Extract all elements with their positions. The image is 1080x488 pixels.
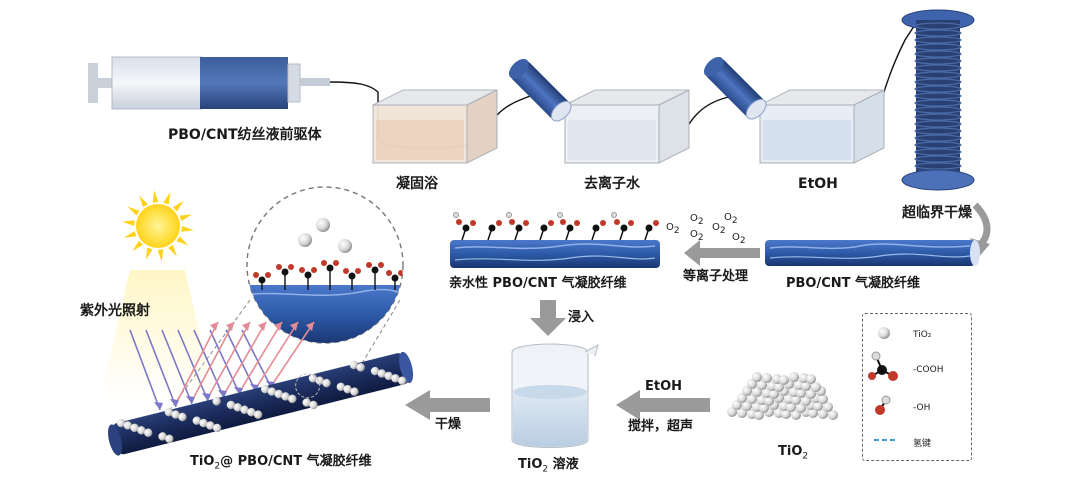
o2-label: O2 — [732, 232, 746, 246]
uv-label: 紫外光照射 — [80, 303, 150, 319]
sun-icon — [100, 190, 215, 400]
tio2-particles — [727, 372, 838, 420]
scd-label: 超临界干燥 — [902, 205, 972, 221]
immerse-arrow — [530, 300, 566, 336]
o2-label: O2 — [690, 229, 704, 243]
o2-label: O2 — [690, 213, 704, 227]
legend-cooh: -COOH — [913, 365, 944, 375]
o2-label: O2 — [724, 212, 738, 226]
o2-label: O2 — [712, 222, 726, 236]
roller-1 — [508, 58, 572, 122]
coagulation-bath-label: 凝固浴 — [396, 176, 438, 192]
beaker — [511, 343, 599, 448]
water-bath — [564, 89, 690, 164]
coagulation-bath — [372, 89, 498, 164]
aerogel-fiber-1 — [765, 240, 980, 266]
legend-hbond: 氢键 — [913, 439, 932, 449]
ethanol-bath — [759, 89, 885, 164]
syringe — [88, 56, 330, 110]
tio2-coated-fiber — [108, 351, 414, 456]
legend-icons — [868, 327, 898, 441]
hydrophilic-fiber — [450, 212, 660, 268]
final-fiber-label: TiO2@ PBO/CNT 气凝胶纤维 — [190, 454, 372, 472]
fiber1-label: PBO/CNT 气凝胶纤维 — [786, 276, 921, 291]
collection-spool — [901, 9, 975, 191]
legend-oh: -OH — [913, 403, 931, 413]
scd-arrow — [972, 202, 991, 248]
water-bath-label: 去离子水 — [584, 176, 640, 192]
hydrophilic-label: 亲水性 PBO/CNT 气凝胶纤维 — [449, 276, 627, 291]
stir-label: 搅拌，超声 — [628, 419, 694, 434]
dry-label: 干燥 — [435, 417, 462, 432]
legend: TiO₂ -COOH -OH 氢键 — [862, 313, 972, 461]
roller-2 — [703, 56, 767, 120]
precursor-label: PBO/CNT纺丝液前驱体 — [168, 127, 322, 143]
uv-rays — [129, 321, 315, 411]
plasma-arrow — [684, 240, 760, 266]
etoh-label: EtOH — [645, 379, 683, 394]
o2-label: O2 — [666, 222, 680, 236]
legend-tio2: TiO₂ — [913, 330, 932, 340]
tio2-label: TiO2 — [778, 444, 809, 462]
immerse-label: 浸入 — [568, 310, 595, 325]
solution-label: TiO2 溶液 — [518, 457, 579, 475]
etoh-arrow — [616, 390, 710, 420]
dry-arrow — [405, 390, 490, 420]
ethanol-bath-label: EtOH — [798, 176, 838, 192]
plasma-label: 等离子处理 — [683, 269, 749, 284]
